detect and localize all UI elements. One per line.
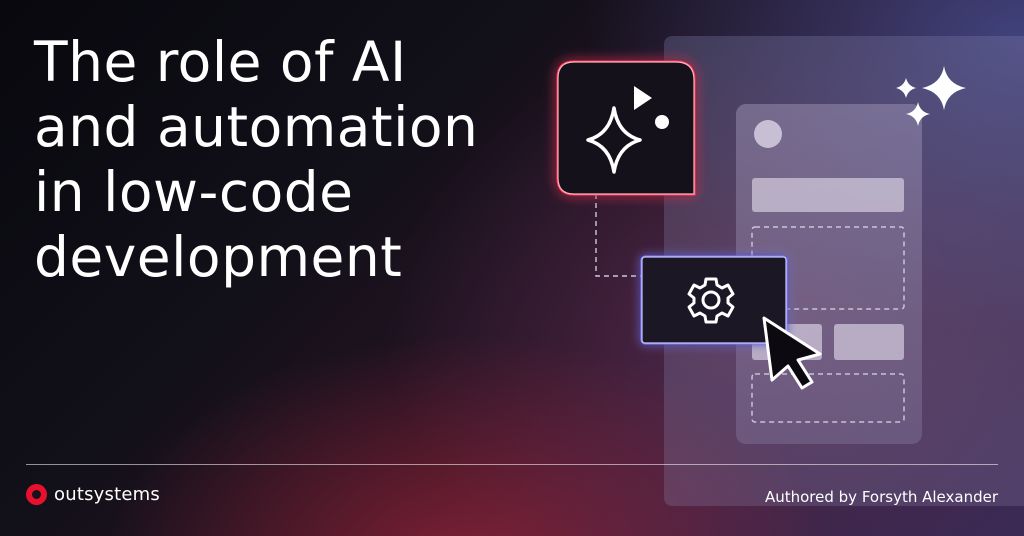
text-placeholder (752, 178, 904, 212)
headline-line: The role of AI (34, 30, 407, 94)
ai-card (556, 60, 696, 196)
dashed-block (751, 226, 905, 310)
headline-line: development (34, 225, 403, 289)
play-icon (634, 86, 652, 110)
connector-line (595, 194, 644, 277)
dashed-block (751, 373, 905, 423)
brand-name: outsystems (54, 484, 160, 505)
outsystems-logo-icon (26, 484, 47, 505)
cursor-icon (762, 316, 822, 390)
footer-divider (26, 464, 998, 465)
dot-icon (655, 115, 669, 129)
brand-logo: outsystems (26, 484, 160, 505)
sparkles-icon (896, 66, 966, 126)
avatar-placeholder (754, 120, 782, 148)
gear-icon (687, 277, 735, 324)
button-placeholder (834, 324, 904, 360)
author-credit: Authored by Forsyth Alexander (764, 488, 998, 506)
headline-line: and automation (34, 95, 479, 159)
gear-card (640, 255, 788, 345)
headline: The role of AI and automation in low-cod… (34, 30, 534, 290)
headline-line: in low-code (34, 160, 354, 224)
sparkle-icon (586, 106, 642, 174)
